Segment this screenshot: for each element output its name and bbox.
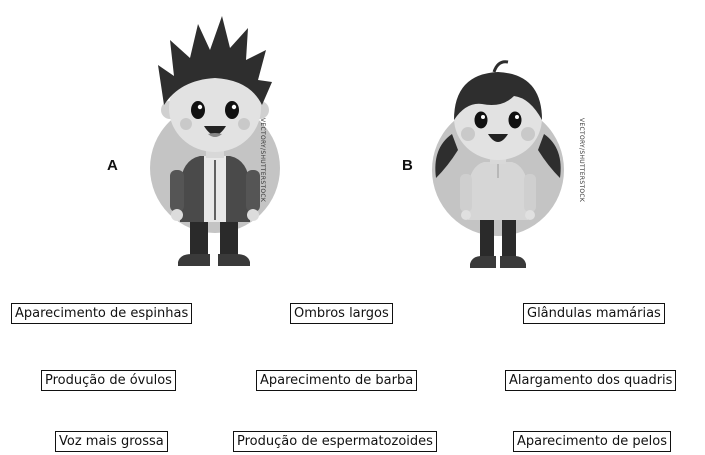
image-credit-a: VECTORY/SHUTTERSTOCK <box>259 118 266 203</box>
trait-box: Alargamento dos quadris <box>505 370 677 391</box>
image-credit-b: VECTORY/SHUTTERSTOCK <box>578 118 585 203</box>
trait-box: Glândulas mamárias <box>523 303 665 324</box>
trait-box: Aparecimento de pelos <box>513 431 671 452</box>
trait-box: Aparecimento de barba <box>256 370 418 391</box>
trait-box: Ombros largos <box>290 303 393 324</box>
trait-box: Aparecimento de espinhas <box>11 303 193 324</box>
trait-box: Voz mais grossa <box>55 431 168 452</box>
girl-illustration <box>418 38 578 272</box>
figure-label-b: B <box>402 157 413 174</box>
trait-box: Produção de óvulos <box>41 370 176 391</box>
trait-box: Produção de espermatozoides <box>233 431 437 452</box>
boy-illustration <box>140 10 290 272</box>
figure-label-a: A <box>107 157 118 174</box>
